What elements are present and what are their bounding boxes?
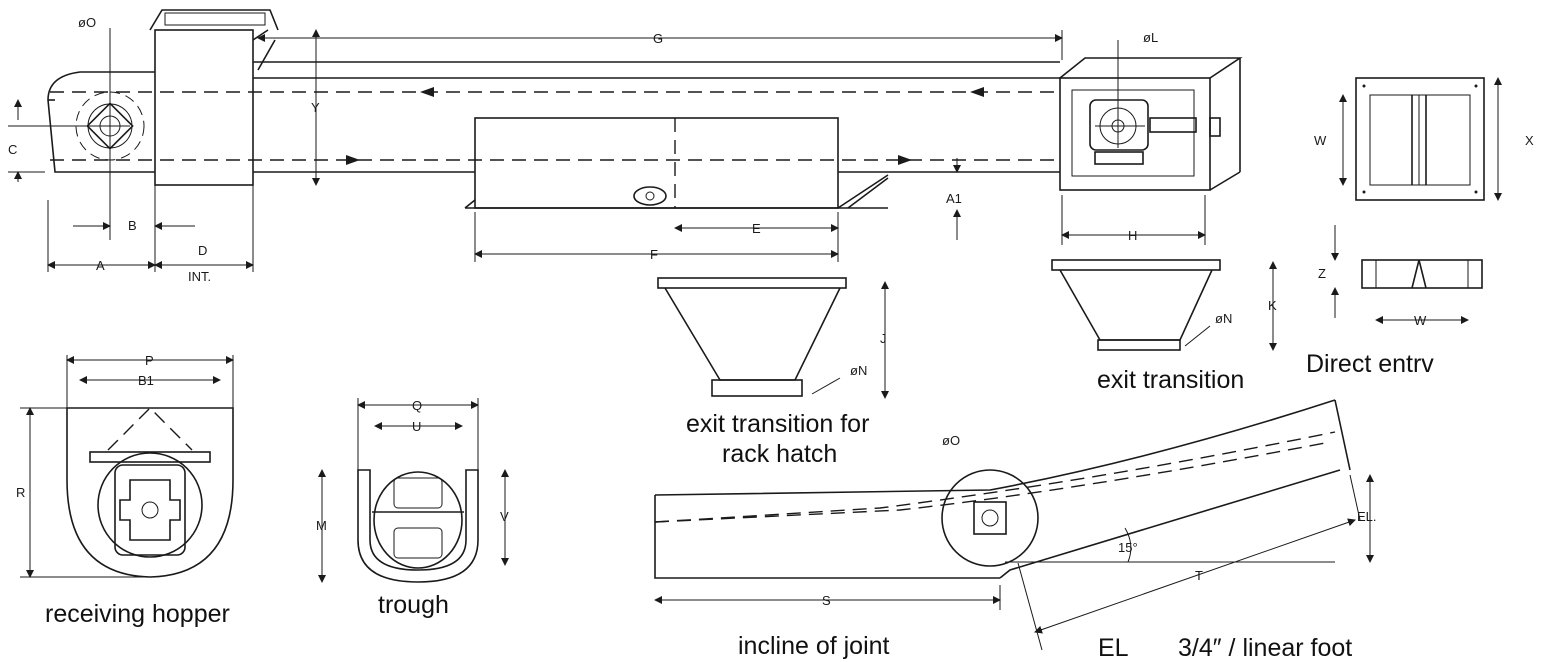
dimension-labels: øO G øL Y C A1 B A D INT. E F H W X Z W … xyxy=(8,15,1534,608)
dim-o-top: øO xyxy=(78,15,96,30)
dim-e: E xyxy=(752,221,761,236)
caption-trough: trough xyxy=(378,591,449,619)
exit-transition-view xyxy=(1051,259,1277,351)
dim-el: EL. xyxy=(1357,509,1377,524)
caption-exit-rack-line1: exit transition for xyxy=(686,410,869,438)
caption-exit-transition: exit transition xyxy=(1097,366,1244,394)
exit-transition-rack-view xyxy=(657,277,889,399)
dim-h: H xyxy=(1128,228,1137,243)
caption-receiving-hopper: receiving hopper xyxy=(45,600,230,628)
dim-s: S xyxy=(822,593,831,608)
caption-el-rate: 3/4″ / linear foot xyxy=(1178,634,1352,662)
dim-w: W xyxy=(1314,133,1327,148)
dim-n1: øN xyxy=(850,363,867,378)
caption-incline: incline of joint xyxy=(738,632,890,660)
dim-int: INT. xyxy=(188,269,211,284)
dim-a: A xyxy=(96,258,105,273)
main-conveyor-view xyxy=(30,9,1243,240)
dim-z: Z xyxy=(1318,266,1326,281)
dim-x: X xyxy=(1525,133,1534,148)
dim-q: Q xyxy=(412,398,422,413)
dim-t: T xyxy=(1195,568,1203,583)
captions: exit transition for rack hatch exit tran… xyxy=(45,350,1434,662)
dim-d: D xyxy=(198,243,207,258)
caption-exit-rack-line2: rack hatch xyxy=(722,440,837,468)
dim-l: øL xyxy=(1143,30,1158,45)
dim-w2: W xyxy=(1414,313,1427,328)
incline-view xyxy=(654,399,1374,651)
trough-view xyxy=(318,398,509,583)
dim-c: C xyxy=(8,142,17,157)
dim-b: B xyxy=(128,218,137,233)
dim-f: F xyxy=(650,247,658,262)
dim-y: Y xyxy=(311,100,320,115)
dim-v: V xyxy=(500,509,509,524)
caption-el-label: EL xyxy=(1098,634,1129,662)
dim-r: R xyxy=(16,485,25,500)
dim-o-incline: øO xyxy=(942,433,960,448)
dim-g: G xyxy=(653,31,663,46)
dim-b1: B1 xyxy=(138,373,154,388)
dim-p: P xyxy=(145,353,154,368)
dim-m: M xyxy=(316,518,327,533)
dim-angle: 15° xyxy=(1118,540,1138,555)
receiving-hopper-view xyxy=(20,355,234,578)
dim-j: J xyxy=(880,331,887,346)
dim-a1: A1 xyxy=(946,191,962,206)
main-dimensions xyxy=(8,29,1206,272)
dim-k: K xyxy=(1268,298,1277,313)
dim-u: U xyxy=(412,419,421,434)
dim-n2: øN xyxy=(1215,311,1232,326)
direct-entry-view xyxy=(1331,77,1502,324)
caption-direct-entry: Direct entrv xyxy=(1306,350,1434,378)
